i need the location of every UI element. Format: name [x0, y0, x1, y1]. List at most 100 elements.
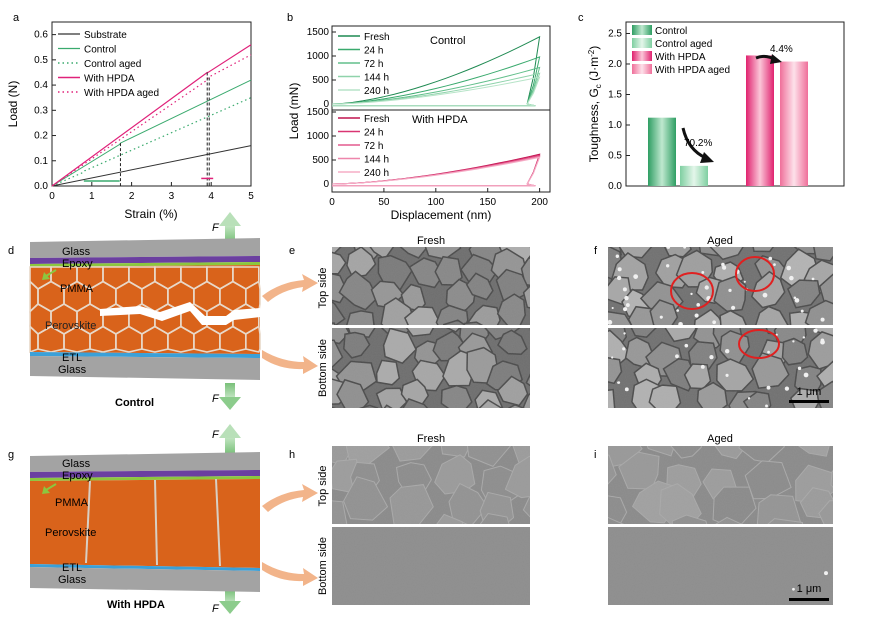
x-axis-label-b: Displacement (nm): [391, 208, 492, 222]
arrow-to-top-side-h: [262, 484, 318, 512]
legend-label-a: With HPDA aged: [84, 88, 159, 99]
perovskite-layer-g: [30, 479, 260, 568]
x-tick-label-b: 200: [531, 197, 548, 208]
grain-boundaries-d: [29, 266, 261, 354]
y-tick-label-a: 0.2: [34, 131, 48, 142]
force-label-bottom-d: F: [212, 393, 220, 405]
panel-label-f: f: [594, 245, 598, 257]
y-tick-label-a: 0.1: [34, 156, 48, 167]
label-epoxy-g: Epoxy: [62, 470, 93, 482]
series-loop-b-control-24-h: [331, 56, 541, 107]
force-label-bottom-g: F: [212, 603, 220, 615]
arrow-to-top-side-e: [262, 274, 318, 302]
x-tick-label-a: 1: [89, 191, 95, 202]
label-etl-g: ETL: [62, 562, 82, 574]
y-tick-label-c: 1.5: [608, 89, 622, 100]
legend-label-a: Control aged: [84, 59, 141, 70]
bar-c-with-hpda: [746, 55, 774, 187]
crack-path-d: [100, 302, 260, 325]
legend-label-c: With HPDA aged: [655, 65, 730, 76]
panel-label-e: e: [289, 245, 295, 257]
sem-grain: [525, 373, 530, 387]
x-tick-label-b: 50: [378, 197, 390, 208]
panel-label-g: g: [8, 449, 14, 461]
plot-frame-a: [51, 21, 252, 187]
label-perovskite-g: Perovskite: [45, 527, 96, 539]
y-tick-label-a: 0.6: [34, 30, 48, 41]
legend-label-b-bottom: Fresh: [364, 114, 390, 125]
scale-bar-e: [789, 400, 829, 403]
force-label-top-d: F: [212, 222, 220, 234]
sem-grain: [383, 404, 393, 408]
sem-image-f-bottom-aged: [608, 328, 833, 408]
row-label-top-side-e: Top side: [317, 268, 329, 309]
glass-top-layer-g: [30, 452, 260, 472]
y-tick-label-c: 1.0: [608, 120, 622, 131]
caption-g: With HPDA: [107, 599, 165, 611]
x-tick-label-a: 3: [169, 191, 175, 202]
y-tick-label-c: 0.0: [608, 181, 622, 192]
x-tick-label-a: 2: [129, 191, 135, 202]
x-tick-label-a: 4: [208, 191, 214, 202]
caption-d: Control: [115, 397, 154, 409]
plot-frame-c: [625, 21, 845, 187]
sem-image-h-top-fresh: [332, 446, 530, 524]
bar-c-with-hpda-aged: [780, 61, 808, 186]
grain-boundaries-g: [85, 478, 221, 567]
panel-b-top-label: Control: [430, 35, 465, 47]
legend-label-b-bottom: 240 h: [364, 168, 389, 179]
legend-label-b-top: 240 h: [364, 86, 389, 97]
pmma-pointer-head-d: [42, 272, 50, 280]
panel-label-b: b: [287, 12, 293, 24]
sem-grain: [835, 523, 869, 572]
scale-bar-label-e: 1 μm: [797, 386, 822, 398]
column-title-fresh-h: Fresh: [417, 433, 445, 445]
glass-top-layer-d: [30, 238, 260, 258]
y-axis-label-b: Load (mN): [287, 83, 301, 140]
annotation-control-percent: 70.2%: [684, 138, 712, 149]
label-pmma-d: PMMA: [60, 283, 94, 295]
x-tick-label-b: 0: [329, 197, 335, 208]
legend-swatch-c: [632, 25, 652, 35]
legend-label-b-bottom: 24 h: [364, 128, 383, 139]
label-glass-top-d: Glass: [62, 246, 91, 258]
panel-label-d: d: [8, 245, 14, 257]
y-tick-label-a: 0.0: [34, 181, 48, 192]
label-perovskite-d: Perovskite: [45, 320, 96, 332]
y-axis-label-a: Load (N): [6, 81, 20, 128]
annotation-hpda-percent: 4.4%: [770, 44, 793, 55]
sem-panels-e-f: e f Fresh Aged Top side Bottom side 1 μm: [289, 235, 833, 441]
sem-texture: [332, 328, 530, 408]
grain-hexagon-d: [245, 325, 261, 353]
force-arrow-up-d: [219, 212, 241, 242]
series-group-a: [51, 44, 252, 187]
label-glass-bottom-g: Glass: [58, 574, 87, 586]
panel-c-toughness-chart: c 0.00.51.01.52.02.5 Toughness, Gc (J·m-…: [578, 12, 845, 192]
legend-label-b-top: 24 h: [364, 46, 383, 57]
x-tick-label-a: 5: [248, 191, 254, 202]
sem-grain: [525, 408, 555, 441]
row-label-bottom-side-h: Bottom side: [317, 537, 329, 595]
sem-image-h-bottom-fresh: [332, 527, 530, 605]
pmma-pointer-arrow-d: [45, 269, 57, 277]
sem-image-e-top-fresh: [332, 247, 530, 325]
plot-frame-b-bottom: [331, 109, 551, 193]
sem-grain: [830, 469, 833, 489]
panel-label-c: c: [578, 12, 584, 24]
y-tick-label-b-bottom: 1000: [307, 131, 330, 142]
row-label-bottom-side-e: Bottom side: [317, 339, 329, 397]
epoxy-layer-d: [30, 256, 260, 264]
pmma-pointer-arrow-g: [45, 483, 57, 491]
label-epoxy-d: Epoxy: [62, 258, 93, 270]
arrow-to-bottom-side-h: [262, 562, 318, 586]
sem-texture: [332, 446, 530, 524]
y-tick-label-b-top: 1500: [307, 27, 330, 38]
force-arrow-up-g: [219, 424, 241, 454]
force-arrow-down-g: [219, 590, 241, 614]
y-tick-label-a: 0.5: [34, 55, 48, 66]
y-tick-label-b-top: 1000: [307, 51, 330, 62]
legend-label-c: Control aged: [655, 39, 712, 50]
